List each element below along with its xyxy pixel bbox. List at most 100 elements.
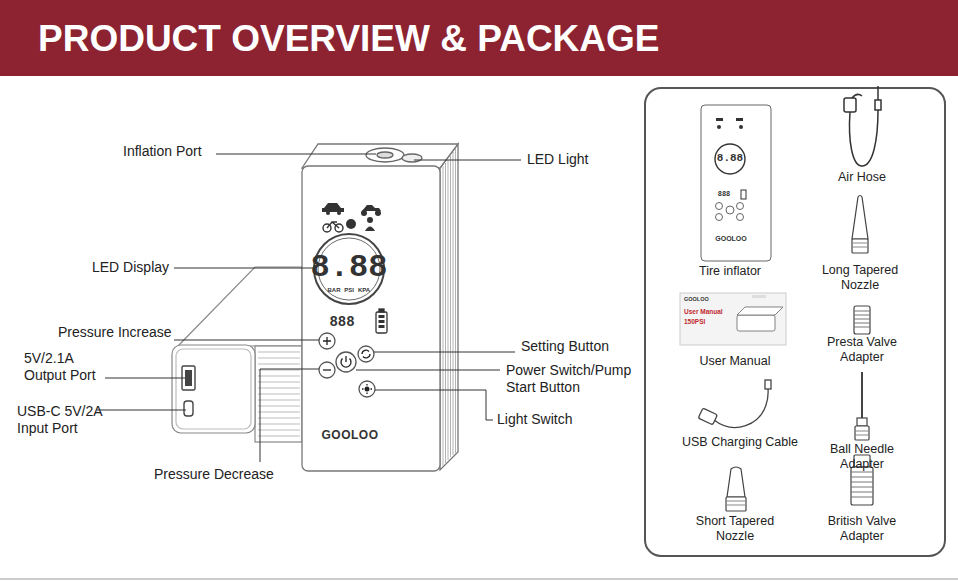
user-manual-cover	[737, 315, 775, 331]
leader-lines	[105, 378, 185, 379]
control-buttons	[362, 384, 372, 394]
port-side-block	[172, 345, 255, 433]
display-digits: 8.88	[715, 152, 745, 165]
tire-inflator-body	[302, 144, 458, 471]
callout-label: Setting Button	[521, 338, 609, 355]
ball-needle-adapter	[857, 418, 867, 426]
usb-charging-cable	[698, 408, 717, 425]
short-tapered-nozzle	[726, 501, 746, 505]
vehicle-icons	[365, 227, 375, 232]
callout-label: LED Light	[527, 151, 588, 168]
port-side-block	[258, 406, 300, 407]
british-valve-adapter	[851, 472, 873, 497]
tire-inflator-body	[453, 152, 454, 455]
port-side-block	[258, 370, 300, 371]
package-frame	[645, 88, 945, 556]
tire-inflator-body	[450, 156, 451, 457]
tire-inflator-body	[302, 166, 440, 471]
bottom-rule	[0, 579, 958, 580]
package-item-label: British Valve Adapter	[814, 514, 910, 544]
callout-label: Light Switch	[497, 411, 572, 428]
port-side-block	[185, 370, 192, 386]
long-tapered-nozzle	[852, 196, 868, 240]
usb-charging-cable	[714, 388, 768, 427]
page-title: PRODUCT OVERVIEW & PACKAGE	[38, 17, 660, 61]
leader-lines	[174, 340, 319, 341]
manual-title: User Manual	[684, 308, 736, 316]
package-item-label: Ball Needle Adapter	[819, 442, 905, 472]
package-item-label: Long Tapered Nozzle	[812, 263, 908, 293]
user-manual-cover	[737, 307, 783, 315]
tire-inflator-body	[443, 166, 444, 466]
presta-valve-adapter	[854, 306, 870, 334]
tire-inflator-body	[448, 160, 449, 460]
display-digits: 8.88	[309, 249, 389, 287]
manual-spec: 150PSI	[684, 318, 724, 326]
vehicle-icons	[322, 203, 344, 212]
user-manual-cover	[680, 293, 786, 345]
battery-icon	[379, 315, 385, 318]
vehicle-icons	[346, 219, 356, 229]
leader-lines	[97, 410, 186, 411]
port-side-block	[172, 267, 302, 442]
usb-charging-cable	[765, 380, 771, 389]
tire-inflator-body	[455, 149, 456, 453]
air-hose	[877, 86, 879, 100]
brand-logo: GOOLOO	[684, 296, 729, 303]
callout-label: Pressure Decrease	[154, 466, 274, 483]
package-item-label: User Manual	[680, 354, 790, 369]
tire-inflator-body	[302, 144, 458, 168]
control-buttons	[319, 333, 375, 397]
british-valve-adapter	[851, 467, 873, 505]
unit-label: BAR	[326, 287, 342, 294]
tire-inflator-body	[402, 154, 422, 162]
title-band	[0, 0, 958, 76]
small-tire-inflator	[716, 203, 723, 210]
ball-needle-adapter	[855, 372, 869, 440]
port-side-block	[258, 352, 300, 436]
vehicle-icons	[326, 211, 330, 215]
port-side-block	[258, 358, 300, 359]
usb-charging-cable	[698, 380, 771, 427]
control-buttons	[323, 369, 331, 370]
air-hose	[844, 98, 856, 112]
port-side-block	[176, 349, 251, 429]
callout-label: USB-C 5V/2A Input Port	[17, 403, 123, 437]
air-hose	[875, 100, 881, 110]
small-tire-inflator	[736, 118, 743, 121]
port-side-block	[258, 388, 300, 389]
port-side-block	[258, 376, 300, 377]
port-side-block	[258, 364, 300, 365]
long-tapered-nozzle	[852, 239, 868, 253]
control-buttons	[319, 333, 335, 349]
brand-logo: GOOLOO	[305, 428, 395, 442]
package-item-label: USB Charging Cable	[665, 435, 815, 450]
callout-label: LED Display	[92, 259, 169, 276]
package-item-label: Presta Valve Adapter	[817, 335, 907, 365]
small-tire-inflator	[701, 105, 771, 261]
vehicle-icons	[327, 222, 339, 228]
short-tapered-nozzle	[726, 497, 746, 511]
control-buttons	[358, 346, 374, 362]
small-tire-inflator	[739, 125, 743, 129]
small-tire-inflator	[726, 206, 734, 214]
presta-valve-adapter	[854, 311, 870, 327]
long-tapered-nozzle	[852, 243, 868, 247]
tire-inflator-body	[377, 152, 393, 158]
brand-logo: GOOLOO	[706, 235, 756, 243]
vehicle-icons	[337, 211, 341, 215]
control-buttons	[362, 350, 370, 358]
air-hose	[850, 110, 879, 166]
port-side-block	[258, 382, 300, 383]
ball-needle-adapter	[855, 426, 869, 440]
small-tire-inflator	[741, 190, 746, 199]
vehicle-icons	[361, 210, 367, 216]
port-side-block	[258, 412, 300, 413]
user-manual-cover	[680, 293, 786, 345]
callout-label: Inflation Port	[123, 143, 202, 160]
short-tapered-nozzle	[726, 467, 746, 511]
leader-lines	[174, 268, 316, 269]
battery-icon	[379, 309, 384, 312]
leader-lines	[356, 370, 500, 371]
